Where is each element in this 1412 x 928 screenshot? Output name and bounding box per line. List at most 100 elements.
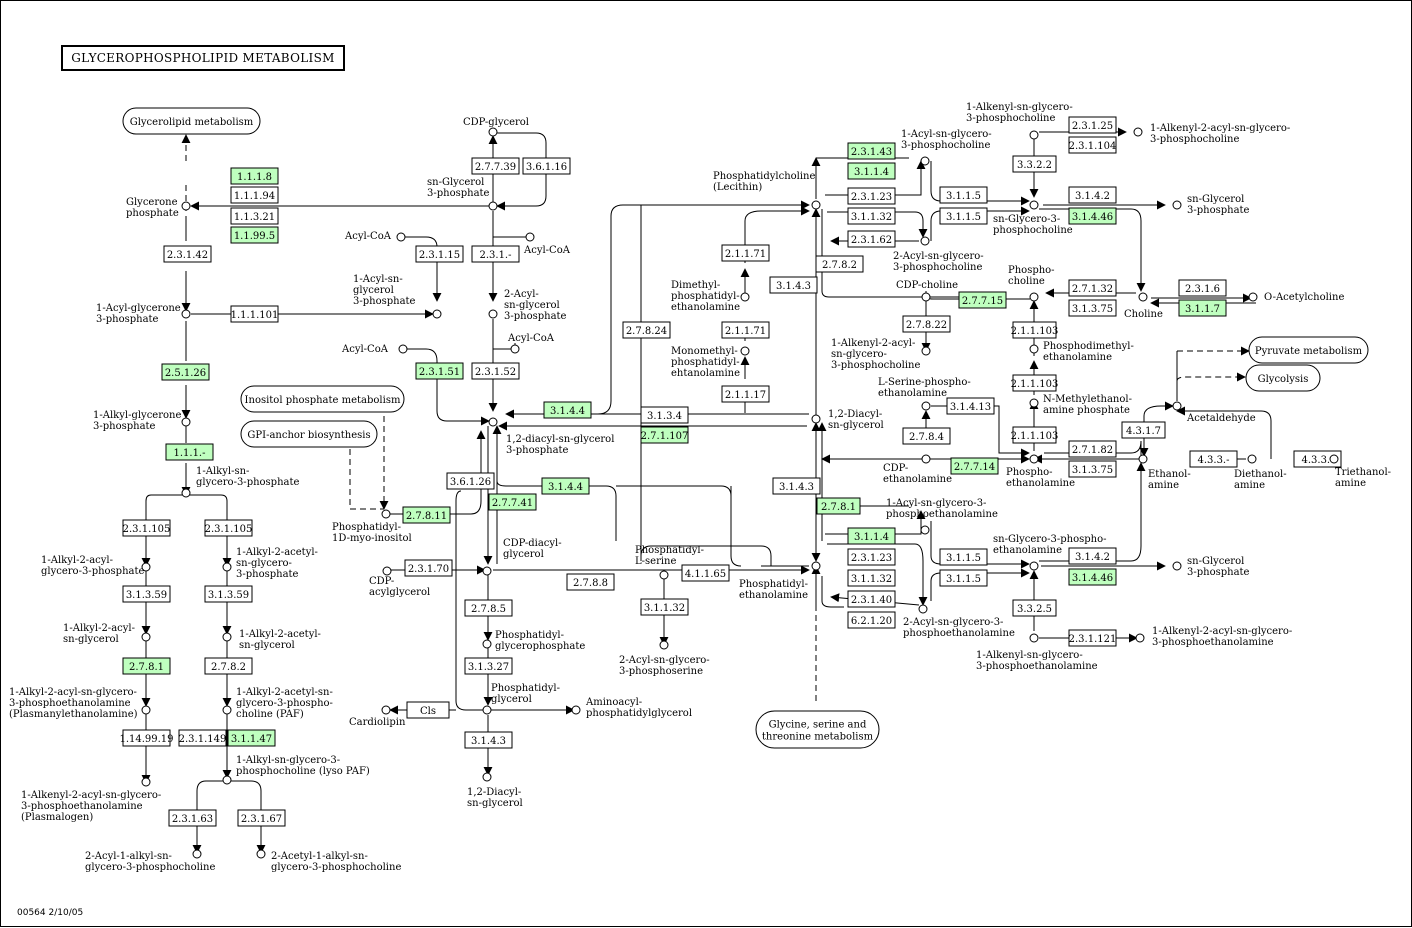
compound-node[interactable]: 1-Alkenyl-2-acyl-sn-glycero-3-phosphoeth…	[21, 777, 161, 823]
compound-node[interactable]: Phosphodimethyl-ethanolamine	[1029, 341, 1134, 363]
compound-node[interactable]: 1-Alkyl-2-acyl-sn-glycerol	[63, 623, 151, 645]
enzyme-box[interactable]: 2.3.1.25	[1068, 116, 1117, 134]
enzyme-box[interactable]: 3.1.1.5	[939, 207, 988, 225]
compound-node[interactable]: 2-Acetyl-1-alkyl-sn-glycero-3-phosphocho…	[256, 849, 401, 873]
compound-node[interactable]: 1-Alkyl-2-acetyl-sn-glycero-3-phosphate	[222, 547, 318, 580]
enzyme-box[interactable]: 3.6.1.26	[446, 472, 495, 490]
enzyme-box[interactable]: 2.3.1.104	[1068, 136, 1117, 154]
enzyme-box[interactable]: 1.1.1.101	[230, 305, 279, 323]
compound-node[interactable]: Cardiolipin	[349, 705, 406, 728]
enzyme-box[interactable]: 2.7.7.41	[488, 493, 537, 511]
enzyme-box[interactable]: 4.3.3.-	[1293, 450, 1342, 468]
enzyme-box[interactable]: 3.1.4.2	[1068, 186, 1117, 204]
enzyme-box[interactable]: 3.1.3.4	[640, 406, 689, 424]
compound-node[interactable]: 2-Acyl-sn-glycero-3-phosphoserine	[619, 640, 710, 677]
enzyme-box[interactable]: 2.3.1.-	[471, 245, 520, 263]
compound-node[interactable]: CDP-acylglycerol	[369, 566, 430, 598]
enzyme-box[interactable]: 2.3.1.23	[847, 548, 896, 566]
enzyme-box[interactable]: 2.7.8.2	[204, 657, 253, 675]
enzyme-box[interactable]: 3.6.1.16	[522, 157, 571, 175]
compound-node[interactable]: 2-Acyl-sn-glycero-3-phosphocholine	[893, 236, 984, 273]
enzyme-box[interactable]: 2.3.1.40	[847, 590, 896, 608]
compound-node[interactable]: 2-Acyl-sn-glycero-3-phosphoethanolamine	[903, 604, 1015, 639]
pathway-glycolysis[interactable]: Glycolysis	[1245, 364, 1321, 392]
pathway-inositol-phosphate-metabolism[interactable]: Inositol phosphate metabolism	[240, 385, 405, 413]
compound-node[interactable]: 1,2-Diacyl-sn-glycerol	[811, 409, 884, 431]
enzyme-box[interactable]: 2.3.1.6	[1178, 279, 1227, 297]
enzyme-box[interactable]: 2.3.1.63	[168, 809, 217, 827]
compound-node[interactable]: Phosphatidyl-1D-myo-inositol	[332, 509, 412, 544]
enzyme-box[interactable]: 3.1.3.27	[464, 657, 513, 675]
enzyme-box[interactable]: 1.1.1.94	[230, 186, 279, 204]
enzyme-box[interactable]: 3.1.4.4	[541, 477, 590, 495]
enzyme-box[interactable]: 6.2.1.20	[847, 611, 896, 629]
compound-node[interactable]: CDP-glycerol	[463, 117, 529, 137]
pathway-gpi-anchor-biosynthesis[interactable]: GPI-anchor biosynthesis	[240, 420, 378, 448]
enzyme-box[interactable]: 3.1.1.4	[847, 527, 896, 545]
enzyme-box[interactable]: 3.1.3.59	[204, 585, 253, 603]
enzyme-box[interactable]: 2.1.1.17	[721, 385, 770, 403]
compound-node[interactable]: 1-Acyl-sn-glycero-3-phosphocholine	[901, 129, 992, 166]
compound-node[interactable]: Acyl-CoA	[344, 231, 406, 242]
enzyme-box[interactable]: 3.1.1.5	[939, 569, 988, 587]
enzyme-box[interactable]: 2.3.1.70	[404, 559, 453, 577]
enzyme-box[interactable]: 2.1.1.71	[721, 244, 770, 262]
enzyme-box[interactable]: 1.1.3.21	[230, 207, 279, 225]
compound-node[interactable]: Phosphatidyl-L-serine	[635, 545, 704, 580]
compound-node[interactable]: CDP-ethanolamine	[883, 454, 952, 485]
compound-node[interactable]: 1-Alkyl-2-acetyl-sn-glycerol	[222, 629, 321, 651]
enzyme-box[interactable]: 3.1.1.32	[640, 598, 689, 616]
compound-node[interactable]: Ethanol-amine	[1138, 454, 1191, 491]
enzyme-box[interactable]: 4.1.1.65	[681, 564, 730, 582]
compound-node[interactable]: Phospho-ethanolamine	[1006, 454, 1075, 489]
enzyme-box[interactable]: 1.1.99.5	[230, 226, 279, 244]
enzyme-box[interactable]: 1.1.1.8	[230, 167, 279, 185]
compound-node[interactable]: 2-Acyl-1-alkyl-sn-glycero-3-phosphocholi…	[85, 849, 215, 873]
enzyme-box[interactable]: 1.14.99.19	[119, 729, 174, 747]
enzyme-box[interactable]: 2.7.7.14	[950, 457, 999, 475]
enzyme-box[interactable]: 2.3.1.67	[237, 809, 286, 827]
compound-node[interactable]: Dimethyl-phosphatidyl-ethanolamine	[671, 280, 750, 313]
compound-node[interactable]: Phosphatidyl-glycerol	[482, 683, 560, 715]
compound-node[interactable]: Choline	[1124, 292, 1163, 320]
compound-node[interactable]: N-Methylethanol-amine phosphate	[1029, 394, 1132, 416]
enzyme-box[interactable]: 2.3.1.62	[847, 230, 896, 248]
enzyme-box[interactable]: 2.7.8.11	[402, 506, 451, 524]
enzyme-box[interactable]: 3.1.4.2	[1068, 547, 1117, 565]
enzyme-box[interactable]: 3.1.4.4	[543, 401, 592, 419]
enzyme-box[interactable]: 2.3.1.51	[415, 362, 464, 380]
enzyme-box[interactable]: 1.1.1.-	[165, 443, 214, 461]
compound-node[interactable]: 1-Alkyl-sn-glycero-3-phosphate	[181, 466, 300, 498]
enzyme-box[interactable]: 2.3.1.52	[471, 362, 520, 380]
compound-node[interactable]: sn-Glycero-3-phospho-ethanolamine	[993, 534, 1106, 571]
enzyme-box[interactable]: 4.3.1.7	[1121, 421, 1166, 439]
enzyme-box[interactable]: 2.1.1.103	[1011, 321, 1059, 339]
compound-node[interactable]: 1-Alkenyl-sn-glycero-3-phosphoethanolami…	[976, 633, 1098, 672]
enzyme-box[interactable]: 2.3.1.149	[178, 729, 227, 747]
enzyme-box[interactable]: 2.7.8.5	[464, 599, 513, 617]
enzyme-box[interactable]: 3.1.4.13	[946, 397, 995, 415]
enzyme-box[interactable]: 3.1.1.47	[227, 729, 276, 747]
compound-node[interactable]: 1-Alkenyl-sn-glycero-3-phosphocholine	[966, 102, 1073, 140]
enzyme-box[interactable]: 2.7.8.4	[902, 427, 951, 445]
compound-node[interactable]: Triethanol-amine	[1329, 454, 1391, 489]
enzyme-box[interactable]: 2.7.1.32	[1068, 279, 1117, 297]
enzyme-box[interactable]: 2.7.8.8	[566, 573, 615, 591]
compound-node[interactable]: O-Acetylcholine	[1248, 292, 1344, 303]
enzyme-box[interactable]: 2.7.7.39	[471, 157, 520, 175]
enzyme-box[interactable]: 2.7.8.2	[815, 255, 864, 273]
enzyme-box[interactable]: 3.3.2.5	[1012, 599, 1057, 617]
compound-node[interactable]: 1-Alkyl-2-acyl-sn-glycero-3-phosphoethan…	[9, 687, 151, 720]
enzyme-box[interactable]: 3.1.3.59	[122, 585, 171, 603]
enzyme-box[interactable]: 2.7.8.22	[902, 315, 951, 333]
compound-node[interactable]: 1-Alkenyl-2-acyl-sn-glycero-3-phosphocho…	[831, 338, 931, 371]
pathway-glycerolipid-metabolism[interactable]: Glycerolipid metabolism	[122, 107, 261, 135]
enzyme-box[interactable]: 2.1.1.103	[1011, 374, 1059, 392]
